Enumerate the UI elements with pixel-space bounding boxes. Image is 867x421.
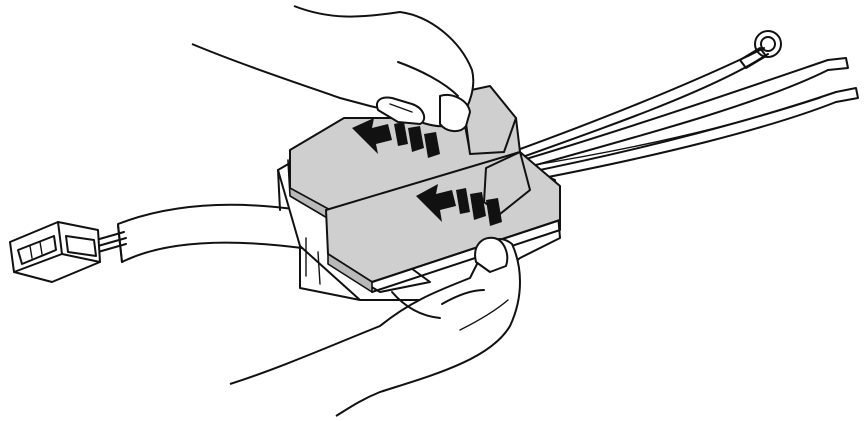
signal-wires xyxy=(512,48,858,182)
ring-terminal-icon xyxy=(740,31,781,68)
connector-plug-icon xyxy=(10,222,126,282)
hand-icon xyxy=(192,6,473,131)
cable xyxy=(118,205,302,262)
